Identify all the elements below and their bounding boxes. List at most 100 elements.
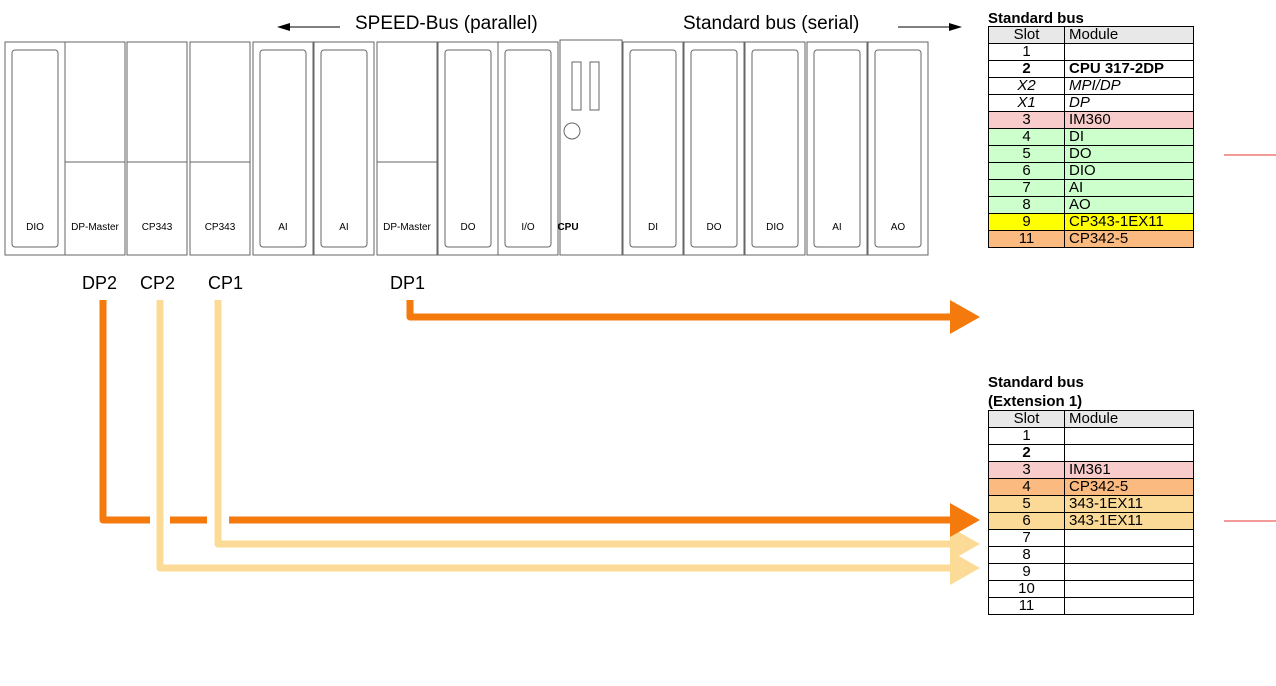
slot-cell: 5 [988, 145, 1065, 163]
standard-bus-arrowhead [949, 23, 962, 31]
bus-arrows [277, 23, 962, 31]
module-outline [189, 41, 251, 256]
slot-cell: 7 [988, 179, 1065, 197]
module-cell: AI [1064, 179, 1194, 197]
dp2-connector-line [99, 300, 150, 524]
slot-cell: X2 [988, 77, 1065, 95]
table-row: 11 [988, 597, 1194, 615]
module-label: DO [460, 222, 476, 233]
module-cell: AO [1064, 196, 1194, 214]
module-cell: CP342-5 [1064, 230, 1194, 248]
slot-cell: 11 [988, 597, 1065, 615]
module-outline [867, 41, 929, 256]
table-row: 7 [988, 529, 1194, 547]
table-header-row: Slot Module [988, 26, 1194, 44]
table-row: 9 [988, 563, 1194, 581]
slot-cell: 3 [988, 111, 1065, 129]
module-outline [744, 41, 806, 256]
connection-label-dp2: DP2 [82, 273, 118, 293]
slot-cell: 1 [988, 427, 1065, 445]
module-outline [376, 41, 438, 256]
connector-lines [99, 154, 1276, 585]
cp1-arrowhead [950, 527, 980, 561]
slot-cell: 6 [988, 162, 1065, 180]
slot-cell: 8 [988, 546, 1065, 564]
module-header: Module [1064, 410, 1194, 428]
module-cell: MPI/DP [1064, 77, 1194, 95]
table1-title: Standard bus [988, 10, 1084, 27]
module-label: DP-Master [383, 222, 431, 233]
module-cell [1064, 580, 1194, 598]
slot-cell: 10 [988, 580, 1065, 598]
module-label: AI [278, 222, 288, 233]
cp1-connector-line [214, 300, 950, 548]
module-cell: DI [1064, 128, 1194, 146]
module-label: DP-Master [71, 222, 119, 233]
module-cell [1064, 529, 1194, 547]
cp2-connector-line [156, 300, 950, 572]
module-outline [252, 41, 314, 256]
module-cell [1064, 43, 1194, 61]
speed-bus-label: SPEED-Bus (parallel) [355, 13, 538, 34]
table2-title: Standard bus [988, 374, 1084, 391]
dp2-arrowhead [950, 503, 980, 537]
module-front-cover [874, 49, 922, 248]
slot-cell: 3 [988, 461, 1065, 479]
module-front-cover [751, 49, 799, 248]
module-label: AO [890, 222, 906, 233]
slot-cell: 8 [988, 196, 1065, 214]
module-cell: CP343-1EX11 [1064, 213, 1194, 231]
module-front-cover [11, 49, 59, 248]
module-front-cover [259, 49, 307, 248]
module-label: DI [648, 222, 658, 233]
slot-header: Slot [988, 410, 1065, 428]
module-outline [683, 41, 745, 256]
table-row: 2 [988, 444, 1194, 462]
module-outline [64, 41, 126, 256]
cpu-slot-left [571, 61, 582, 111]
slot-cell: 4 [988, 478, 1065, 496]
module-outline [313, 41, 375, 256]
connection-label-dp1: DP1 [390, 273, 426, 293]
module-front-cover [504, 49, 552, 248]
module-outline [497, 41, 559, 256]
table-row: 8 [988, 546, 1194, 564]
dp1-arrowhead [950, 300, 980, 334]
module-label: I/O [521, 222, 535, 233]
cpu-led [563, 122, 581, 140]
module-front-cover [629, 49, 677, 248]
table-row: 1 [988, 43, 1194, 61]
module-label: CP343 [141, 222, 173, 233]
module-cell [1064, 597, 1194, 615]
table-header-row: Slot Module [988, 410, 1194, 428]
module-cell [1064, 427, 1194, 445]
module-cell: CP342-5 [1064, 478, 1194, 496]
slot-cell: 5 [988, 495, 1065, 513]
module-rack [4, 39, 929, 256]
slot-cell: 7 [988, 529, 1065, 547]
module-cell: DP [1064, 94, 1194, 112]
connection-label-cp2: CP2 [140, 273, 176, 293]
slot-cell: 1 [988, 43, 1065, 61]
slot-cell: 2 [988, 60, 1065, 78]
module-front-cover [444, 49, 492, 248]
table2-subtitle: (Extension 1) [988, 393, 1083, 410]
module-label: CPU [557, 222, 579, 233]
slot-cell: 4 [988, 128, 1065, 146]
